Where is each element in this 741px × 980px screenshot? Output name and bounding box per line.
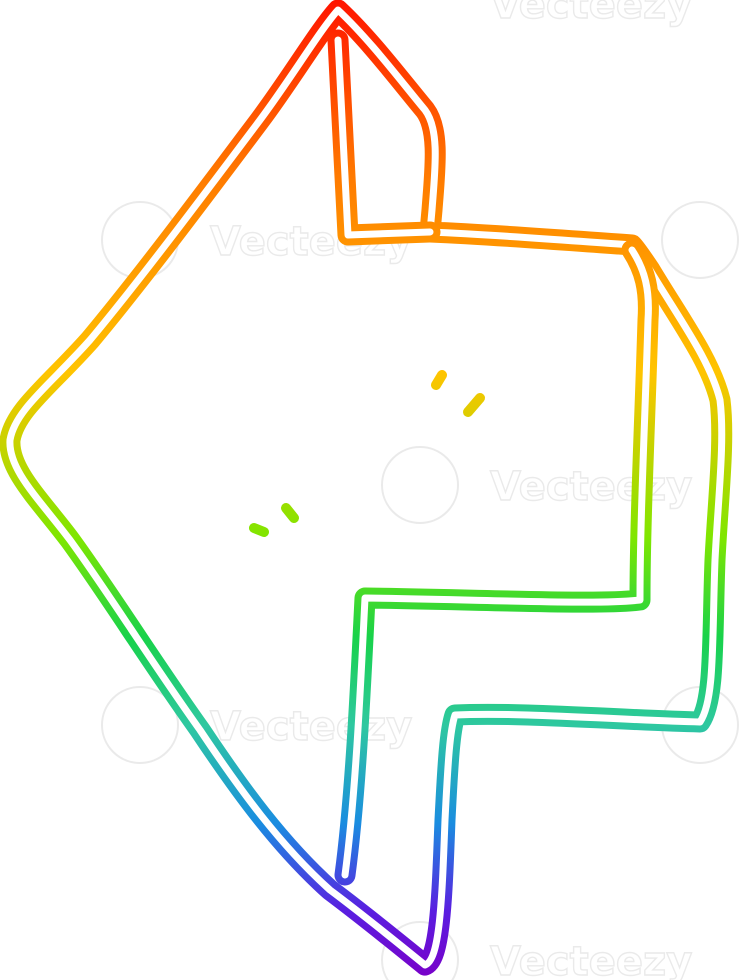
- arrow-outline-highlight: [6, 6, 726, 969]
- watermark-text: Vecteezy: [490, 464, 692, 510]
- arrow-front-edge: [334, 239, 659, 886]
- watermark-text: Vecteezy: [490, 939, 692, 980]
- shading-dots: [249, 370, 485, 537]
- watermark-text: Vecteezy: [490, 0, 692, 28]
- dot-mark: [281, 503, 299, 523]
- dot-mark: [431, 370, 447, 390]
- dot-mark: [249, 523, 269, 537]
- dot-mark: [463, 393, 485, 417]
- arrow-front-edge-highlight: [341, 246, 652, 879]
- arrow-fold-flap-highlight: [334, 36, 434, 239]
- watermark-text: Vecteezy: [210, 704, 412, 750]
